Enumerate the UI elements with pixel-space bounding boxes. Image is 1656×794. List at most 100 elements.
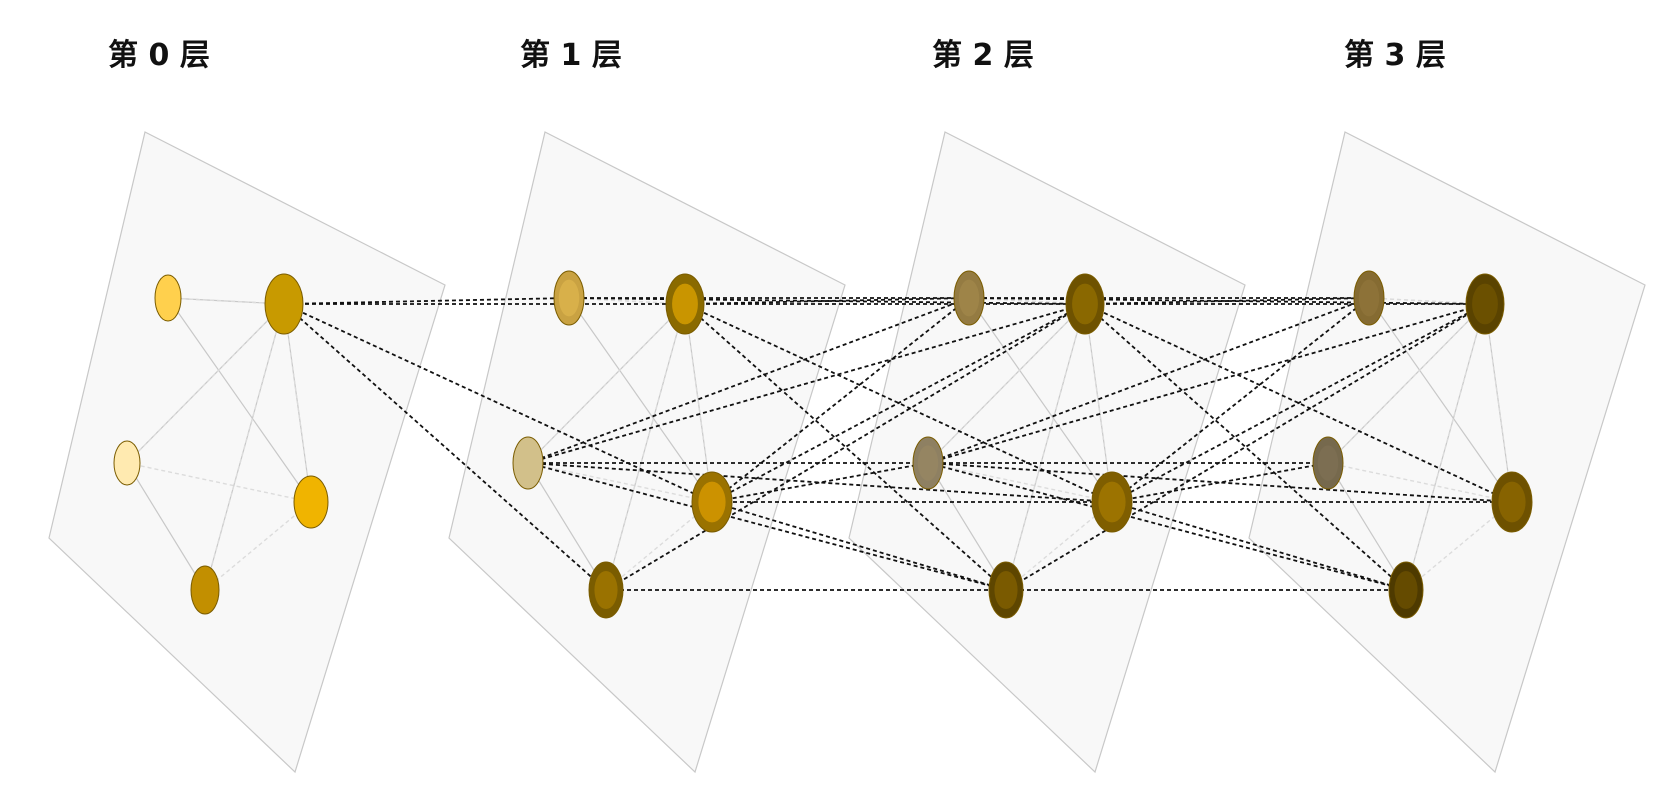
cross-edge-L1-to-L2-5 xyxy=(684,303,1007,591)
faint-edge-L1-4 xyxy=(527,462,713,503)
intra-edge-L2-4 xyxy=(927,462,1007,591)
faint-edge-L3-1 xyxy=(1327,303,1486,464)
node-top-right-L2-inner xyxy=(1072,283,1098,325)
node-top-left-L0-outer xyxy=(154,274,182,322)
node-mid-left-L2 xyxy=(912,436,944,490)
cross-edge-L2-to-L3-10 xyxy=(1111,297,1370,503)
node-mid-left-L0-outer xyxy=(113,440,141,486)
faint-edge-L2-3 xyxy=(1005,303,1086,591)
node-top-right-L1-inner xyxy=(672,283,698,325)
cross-edge-L1-to-L2-7 xyxy=(527,303,1086,464)
faint-edge-L0-6 xyxy=(167,297,285,305)
node-mid-right-L3 xyxy=(1491,471,1533,533)
cross-edge-L2-to-L3-5 xyxy=(1084,303,1407,591)
intra-edge-L0-5 xyxy=(126,462,206,591)
cross-edge-L2-to-L3-6 xyxy=(927,297,1370,464)
cross-edge-L1-to-L2-16 xyxy=(527,462,1007,591)
faint-edge-L3-4 xyxy=(1327,462,1513,503)
cross-edge-L2-to-L3-7 xyxy=(927,303,1486,464)
node-top-right-L0 xyxy=(264,273,304,335)
node-top-right-L3-inner xyxy=(1472,283,1498,325)
intra-edge-L3-4 xyxy=(1327,462,1407,591)
layer-title-2: 第 2 层 xyxy=(932,38,1034,73)
faint-edge-L0-2 xyxy=(283,303,312,503)
node-top-right-L1 xyxy=(665,273,705,335)
cross-edge-L1-to-L2-2 xyxy=(684,297,970,305)
cross-edge-L0-to-L1-2 xyxy=(283,303,713,503)
cross-edge-L1-to-L2-10 xyxy=(711,297,970,503)
faint-edge-L2-1 xyxy=(927,303,1086,464)
cross-edge-L2-to-L3-13 xyxy=(1111,501,1407,591)
cross-layer-edges xyxy=(283,297,1513,591)
node-mid-left-L1-inner xyxy=(517,445,539,481)
node-top-right-L2 xyxy=(1065,273,1105,335)
node-top-left-L1-inner xyxy=(558,279,580,317)
intra-edge-L2-0 xyxy=(968,297,1113,503)
cross-edge-L1-to-L2-1 xyxy=(568,297,1086,305)
layer-plane-1 xyxy=(448,131,846,774)
cross-edge-L2-to-L3-11 xyxy=(1111,303,1486,503)
faint-edge-L2-4 xyxy=(927,462,1113,503)
layer-title-0: 第 0 层 xyxy=(108,38,210,73)
faint-edge-L1-3 xyxy=(605,303,686,591)
faint-edge-L2-2 xyxy=(1084,303,1113,503)
layer-plane-3 xyxy=(1248,131,1646,774)
cross-edge-L0-to-L1-0 xyxy=(283,297,570,305)
node-mid-right-L1-inner xyxy=(698,481,726,523)
node-bottom-L0 xyxy=(190,565,220,615)
node-bottom-L2-inner xyxy=(994,570,1018,610)
layer-plane-2 xyxy=(848,131,1246,774)
faint-edge-L0-5 xyxy=(204,501,312,591)
faint-edge-L1-1 xyxy=(527,303,686,464)
intra-edge-L0-1 xyxy=(167,297,312,503)
cross-edge-L1-to-L2-11 xyxy=(711,303,1086,503)
faint-edge-L1-2 xyxy=(684,303,713,503)
node-top-right-L0-outer xyxy=(264,273,304,335)
node-bottom-L2 xyxy=(988,561,1024,619)
node-bottom-L3-inner xyxy=(1394,570,1418,610)
faint-edge-L1-6 xyxy=(568,297,686,305)
node-top-left-L0 xyxy=(154,274,182,322)
node-bottom-L1-inner xyxy=(594,570,618,610)
node-mid-right-L1 xyxy=(691,471,733,533)
node-mid-left-L2-inner xyxy=(917,445,939,481)
layer-plane-0 xyxy=(48,131,446,774)
cross-edge-L2-to-L3-16 xyxy=(927,462,1407,591)
node-mid-left-L1 xyxy=(512,436,544,490)
node-mid-right-L2 xyxy=(1091,471,1133,533)
cross-edge-L1-to-L2-6 xyxy=(527,297,970,464)
faint-edge-L3-6 xyxy=(1368,297,1486,305)
node-top-left-L2 xyxy=(953,270,985,326)
planes-group xyxy=(48,131,1646,774)
node-top-left-L1 xyxy=(553,270,585,326)
layer-title-3: 第 3 层 xyxy=(1344,38,1446,73)
faint-edge-L3-2 xyxy=(1484,303,1513,503)
cross-edge-L1-to-L2-13 xyxy=(711,501,1007,591)
cross-edge-L2-to-L3-17 xyxy=(1111,462,1329,503)
layer-title-1: 第 1 层 xyxy=(520,38,622,73)
node-top-right-L3 xyxy=(1465,273,1505,335)
faint-edge-L3-3 xyxy=(1405,303,1486,591)
node-top-left-L2-inner xyxy=(958,279,980,317)
cross-edge-L1-to-L2-14 xyxy=(605,303,1086,591)
faint-edge-L0-4 xyxy=(126,462,312,503)
faint-edge-L2-6 xyxy=(968,297,1086,305)
faint-edge-L0-3 xyxy=(204,303,285,591)
node-mid-right-L0-outer xyxy=(293,475,329,529)
cross-edge-L2-to-L3-14 xyxy=(1005,303,1486,591)
faint-edge-L0-1 xyxy=(126,303,285,464)
cross-edge-L1-to-L2-17 xyxy=(711,462,929,503)
node-top-left-L3 xyxy=(1353,270,1385,326)
nodes-group xyxy=(113,270,1533,619)
node-mid-left-L3-inner xyxy=(1317,445,1339,481)
node-top-left-L3-inner xyxy=(1358,279,1380,317)
cross-edge-L2-to-L3-1 xyxy=(968,297,1486,305)
cross-edge-L1-to-L2-4 xyxy=(684,303,1113,503)
cross-edge-L2-to-L3-4 xyxy=(1084,303,1513,503)
node-mid-right-L2-inner xyxy=(1098,481,1126,523)
node-bottom-L1 xyxy=(588,561,624,619)
faint-edges xyxy=(126,297,1513,591)
node-mid-right-L3-inner xyxy=(1498,481,1526,523)
cross-edge-L2-to-L3-2 xyxy=(1084,297,1370,305)
